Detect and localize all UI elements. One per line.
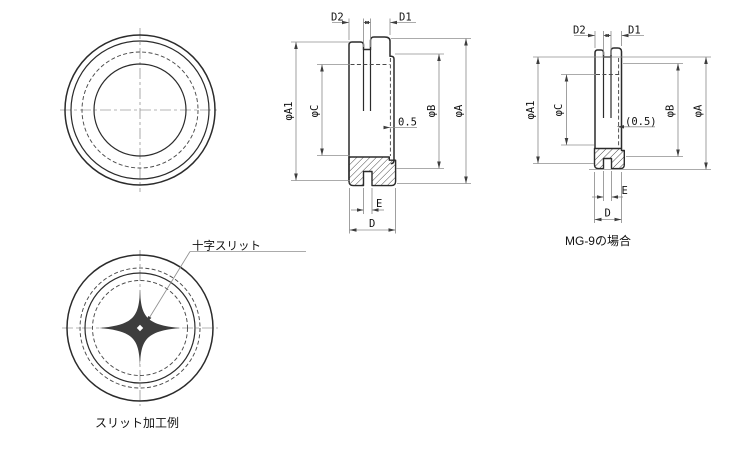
dim-phi-a: φA (391, 38, 471, 184)
arrowhead (320, 148, 324, 156)
arrowhead (564, 138, 569, 145)
dim-e: E (351, 188, 384, 214)
slit-center-gap (136, 324, 144, 332)
dim-label-d: D (605, 208, 611, 220)
dim-phi-b: φB (623, 63, 683, 157)
mg9-caption: MG-9の場合 (565, 233, 631, 248)
outer-diameter-circle (64, 34, 216, 186)
dim-d: D (594, 172, 622, 223)
dim-label-d1: D1 (399, 12, 412, 24)
dim-label-0-5: (0.5) (625, 116, 657, 128)
arrowhead (588, 33, 595, 38)
arrowhead (342, 20, 349, 25)
cross-slit-callout: 十字スリット (146, 239, 306, 323)
arrowhead (536, 156, 540, 164)
dim-phi-a: φA (693, 57, 708, 170)
dim-label-phi-a1: φA1 (525, 101, 537, 120)
dim-membrane-thickness: 0.5 (383, 117, 417, 130)
dim-d2-d1: D2 D1 (331, 12, 416, 47)
bore-circle (84, 272, 196, 384)
dim-label-0-5: 0.5 (398, 117, 417, 129)
arrowhead (536, 57, 540, 64)
dim-label-phi-a1: φA1 (283, 102, 295, 121)
arrowhead (372, 208, 379, 212)
dim-label-phi-c: φC (553, 104, 565, 117)
arrowhead (390, 20, 397, 25)
arrowhead (357, 208, 364, 212)
groove-hidden-circle (79, 267, 201, 389)
arrowhead (616, 125, 624, 129)
callout-leader (147, 251, 191, 321)
arrowhead (594, 217, 602, 222)
dim-phi-c: φC (553, 74, 596, 146)
arrowhead (294, 173, 298, 181)
arrowhead (294, 42, 298, 49)
dim-label-phi-b: φB (665, 105, 677, 118)
slit-example-view: 十字スリット スリット加工例 (62, 239, 306, 430)
arrowhead (437, 54, 441, 61)
arrowhead (676, 149, 680, 157)
dim-phi-a1: φA1 (525, 57, 594, 164)
arrowhead (564, 74, 569, 82)
mg9-view: D2 D1 φA1 φC φB (525, 25, 711, 248)
callout-arrowhead (146, 316, 152, 323)
dim-d2-d1: D2 D1 (573, 25, 644, 55)
dim-label-e: E (376, 198, 382, 210)
slit-example-caption: スリット加工例 (95, 416, 179, 430)
dim-phi-b: φB (395, 53, 444, 169)
cross-slit-label: 十字スリット (192, 239, 261, 253)
arrowhead (383, 125, 390, 130)
hatch-section (593, 147, 625, 170)
arrowhead (388, 228, 396, 232)
hatch-section (348, 156, 397, 187)
outer-diameter-circle (66, 254, 214, 402)
dim-label-phi-a: φA (693, 104, 705, 117)
dim-label-phi-b: φB (426, 105, 438, 118)
arrowhead (464, 176, 468, 184)
dim-label-d2: D2 (573, 25, 586, 37)
dim-phi-a1: φA1 (283, 41, 350, 181)
grommet-profile (348, 36, 395, 182)
dim-label-d2: D2 (331, 12, 344, 24)
membrane-hidden-circle (92, 280, 188, 376)
dim-phi-c: φC (309, 64, 350, 156)
arrowhead (464, 38, 468, 46)
arrowhead (621, 33, 629, 38)
arrowhead (320, 64, 324, 72)
grommet-profile (594, 47, 623, 149)
dim-d: D (349, 188, 396, 234)
dim-label-d1: D1 (628, 25, 641, 37)
arrowhead (614, 217, 622, 222)
arrowhead (365, 20, 371, 25)
arrowhead (704, 162, 708, 170)
groove-hidden-circle (81, 51, 199, 169)
section-view: D2 D1 φA1 φC φB (283, 12, 471, 234)
front-view (60, 28, 220, 192)
dim-e: E (592, 171, 628, 201)
bore-circle (93, 63, 187, 157)
arrowhead (437, 161, 441, 169)
dim-membrane-thickness: (0.5) (616, 116, 657, 129)
dim-label-e: E (622, 185, 628, 197)
arrowhead (676, 63, 680, 71)
arrowhead (605, 33, 611, 38)
arrowhead (349, 228, 357, 232)
dim-label-phi-a: φA (453, 104, 465, 117)
arrowhead (611, 195, 618, 199)
dim-label-phi-c: φC (309, 105, 321, 118)
dim-label-d: D (369, 218, 375, 230)
arrowhead (597, 195, 604, 199)
arrowhead (704, 57, 708, 64)
flange-circle (70, 40, 210, 180)
